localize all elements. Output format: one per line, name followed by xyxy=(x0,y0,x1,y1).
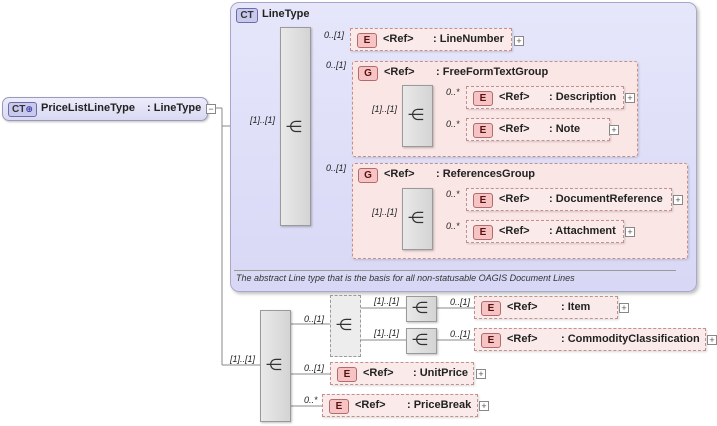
pricebreak-cardinality: 0..* xyxy=(304,395,318,405)
root-type: : LineType xyxy=(147,102,202,114)
element-attachment[interactable]: E <Ref> : Attachment xyxy=(466,220,624,243)
doc-divider xyxy=(234,270,676,271)
item-cardinality: 0..[1] xyxy=(450,297,471,307)
expand-icon[interactable]: + xyxy=(609,125,619,135)
root-name: PriceListLineType xyxy=(41,102,135,114)
expand-icon[interactable]: + xyxy=(476,369,486,379)
element-badge: E xyxy=(337,367,357,382)
sequence-icon: ⋲ xyxy=(266,357,282,374)
collapse-icon[interactable]: − xyxy=(206,104,216,114)
element-item[interactable]: E <Ref> : Item xyxy=(474,296,618,319)
plus-icon: ⊕ xyxy=(25,104,33,114)
commodity-seq-cardinality: [1]..[1] xyxy=(374,328,400,338)
commodity-sequence[interactable] xyxy=(406,328,437,354)
ref-label: <Ref> xyxy=(499,225,530,237)
lower-sequence[interactable] xyxy=(260,310,291,422)
complex-type-badge: CT⊕ xyxy=(8,102,37,117)
sequence-icon: ⋲ xyxy=(408,210,424,227)
element-badge: E xyxy=(481,333,501,348)
commodity-cardinality: 0..[1] xyxy=(450,329,471,339)
references-seq-cardinality: [1]..[1] xyxy=(372,207,398,217)
root-complex-type[interactable]: CT⊕ PriceListLineType : LineType xyxy=(2,97,208,121)
ref-label: <Ref> xyxy=(507,333,538,345)
unitprice-name: : UnitPrice xyxy=(413,367,469,379)
freeform-sequence[interactable] xyxy=(402,85,433,147)
freeform-name: : FreeFormTextGroup xyxy=(436,66,549,78)
group-badge: G xyxy=(358,66,378,81)
sequence-icon: ⋲ xyxy=(412,300,428,317)
element-note[interactable]: E <Ref> : Note xyxy=(466,118,610,141)
commodity-name: : CommodityClassification xyxy=(561,333,700,345)
element-pricebreak[interactable]: E <Ref> : PriceBreak xyxy=(322,394,478,417)
ref-label: <Ref> xyxy=(507,301,538,313)
element-commodityclassification[interactable]: E <Ref> : CommodityClassification xyxy=(474,328,706,351)
element-documentreference[interactable]: E <Ref> : DocumentReference xyxy=(466,188,672,211)
documentreference-name: : DocumentReference xyxy=(549,193,663,205)
lower-seq-cardinality: [1]..[1] xyxy=(230,354,256,364)
freeform-ref: <Ref> xyxy=(384,66,415,78)
linetype-title: LineType xyxy=(262,8,310,20)
expand-icon[interactable]: + xyxy=(514,36,524,46)
references-cardinality: 0..[1] xyxy=(326,163,347,173)
description-name: : Description xyxy=(549,91,617,103)
item-sequence[interactable] xyxy=(406,296,437,322)
expand-icon[interactable]: + xyxy=(479,401,489,411)
attachment-cardinality: 0..* xyxy=(446,221,460,231)
element-badge: E xyxy=(473,91,493,106)
references-sequence[interactable] xyxy=(402,188,433,250)
group-badge: G xyxy=(358,168,378,183)
unitprice-cardinality: 0..[1] xyxy=(304,363,325,373)
main-sequence[interactable] xyxy=(280,27,311,226)
main-seq-cardinality: [1]..[1] xyxy=(250,115,276,125)
element-linenumber[interactable]: E <Ref> : LineNumber xyxy=(350,28,512,51)
linenumber-name: : LineNumber xyxy=(433,33,504,45)
ref-label: <Ref> xyxy=(355,399,386,411)
sequence-icon: ⋲ xyxy=(412,332,428,349)
choice-icon: ⋲ xyxy=(336,317,352,334)
group-freeformtext[interactable] xyxy=(352,61,638,157)
ref-label: <Ref> xyxy=(499,193,530,205)
freeform-cardinality: 0..[1] xyxy=(326,60,347,70)
root-badge-label: CT xyxy=(12,104,26,115)
ref-label: <Ref> xyxy=(499,123,530,135)
expand-icon[interactable]: + xyxy=(625,227,635,237)
linenumber-cardinality: 0..[1] xyxy=(324,30,345,40)
element-description[interactable]: E <Ref> : Description xyxy=(466,86,624,109)
freeform-seq-cardinality: [1]..[1] xyxy=(372,104,398,114)
references-name: : ReferencesGroup xyxy=(436,168,536,180)
expand-icon[interactable]: + xyxy=(673,195,683,205)
element-badge: E xyxy=(473,193,493,208)
item-seq-cardinality: [1]..[1] xyxy=(374,296,400,306)
sequence-icon: ⋲ xyxy=(408,107,424,124)
docref-cardinality: 0..* xyxy=(446,189,460,199)
item-name: : Item xyxy=(561,301,591,313)
choice-cardinality: 0..[1] xyxy=(304,314,325,324)
ref-label: <Ref> xyxy=(363,367,394,379)
pricebreak-name: : PriceBreak xyxy=(407,399,472,411)
ref-label: <Ref> xyxy=(383,33,414,45)
expand-icon[interactable]: + xyxy=(707,335,717,345)
description-cardinality: 0..* xyxy=(446,87,460,97)
ct-badge: CT xyxy=(236,8,258,23)
sequence-icon: ⋲ xyxy=(286,119,302,136)
element-badge: E xyxy=(357,33,377,48)
element-badge: E xyxy=(329,399,349,414)
expand-icon[interactable]: + xyxy=(619,303,629,313)
expand-icon[interactable]: + xyxy=(625,93,635,103)
element-badge: E xyxy=(481,301,501,316)
note-cardinality: 0..* xyxy=(446,119,460,129)
choice-compositor[interactable] xyxy=(330,295,361,357)
element-badge: E xyxy=(473,123,493,138)
references-ref: <Ref> xyxy=(384,168,415,180)
note-name: : Note xyxy=(549,123,581,135)
linetype-documentation: The abstract Line type that is the basis… xyxy=(236,273,575,283)
element-unitprice[interactable]: E <Ref> : UnitPrice xyxy=(330,362,474,385)
attachment-name: : Attachment xyxy=(549,225,616,237)
element-badge: E xyxy=(473,225,493,240)
ref-label: <Ref> xyxy=(499,91,530,103)
